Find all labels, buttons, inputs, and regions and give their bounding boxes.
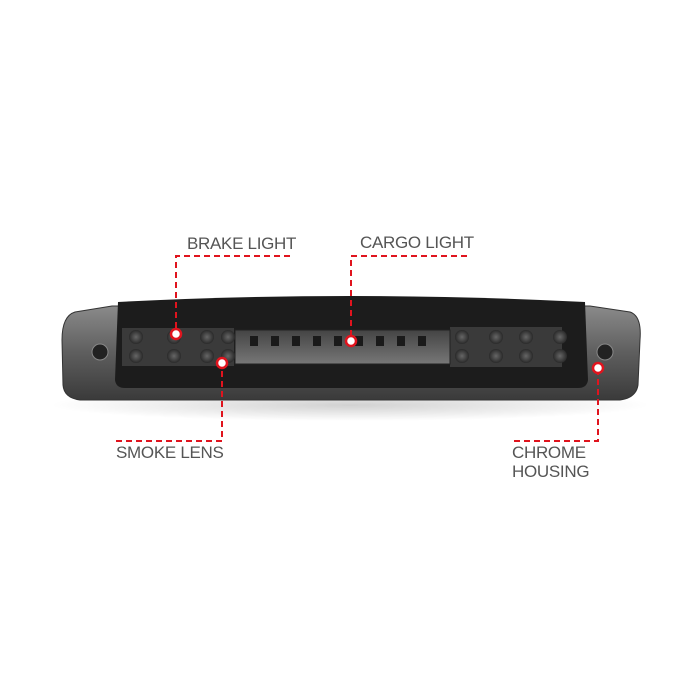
brake-led [200,349,214,363]
cargo-led [292,336,300,346]
brake-light-label: BRAKE LIGHT [187,234,297,253]
cargo-light-leader [350,255,467,341]
cargo-led [250,336,258,346]
brake-led [489,330,503,344]
callout-lines [116,255,599,442]
cargo-light-marker [344,334,358,348]
smoke-lens-marker [215,356,229,370]
brake-led [519,349,533,363]
brake-led [129,330,143,344]
brake-light-leader [175,255,290,334]
chrome-housing-leader [514,368,599,442]
brake-led [489,349,503,363]
brake-led [129,349,143,363]
chrome-housing-label-line1: CHROME [512,443,586,462]
cargo-light-label: CARGO LIGHT [360,233,474,252]
chrome-housing-marker [591,361,605,375]
brake-light-marker [169,327,183,341]
brake-led [167,349,181,363]
brake-led [553,330,567,344]
brake-led [519,330,533,344]
cargo-led [355,336,363,346]
brake-led [455,349,469,363]
chrome-housing-label-line2: HOUSING [512,462,590,481]
mount-hole-left [91,343,109,361]
brake-led-right [450,327,562,367]
brake-led [200,330,214,344]
mount-hole-right [596,343,614,361]
brake-led [455,330,469,344]
cargo-led-panel [234,329,451,365]
brake-led [221,330,235,344]
cargo-led [313,336,321,346]
smoke-lens-leader [116,363,223,442]
cargo-led [334,336,342,346]
cargo-led [376,336,384,346]
cargo-led [271,336,279,346]
cargo-led [397,336,405,346]
smoke-lens-label: SMOKE LENS [116,443,224,462]
cargo-led [418,336,426,346]
brake-led [553,349,567,363]
